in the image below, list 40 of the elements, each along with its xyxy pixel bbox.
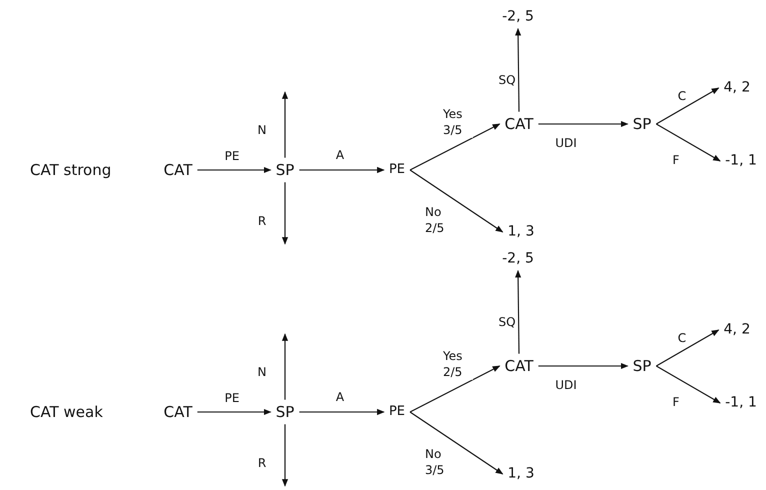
payoff-label: -1, 1	[724, 395, 758, 411]
row-label: CAT strong	[30, 161, 112, 179]
decision-node-label: CAT	[504, 358, 534, 374]
decision-node-label: CAT	[162, 404, 194, 420]
decision-node-label: CAT	[504, 116, 534, 132]
arrow	[538, 120, 628, 128]
arrow	[515, 28, 522, 112]
decision-node-label: CAT	[162, 162, 194, 178]
payoff-label: -2, 5	[501, 251, 535, 267]
decision-node-label: PE	[388, 404, 406, 420]
payoff-label: 4, 2	[722, 322, 752, 338]
arrow	[197, 166, 272, 174]
decision-node-label: PE	[388, 162, 406, 178]
arrow	[410, 124, 500, 170]
arrow	[656, 330, 720, 366]
arrow	[282, 333, 288, 400]
arrow	[299, 408, 385, 416]
arrow	[410, 366, 500, 412]
arrow	[538, 362, 628, 370]
arrow	[410, 412, 504, 474]
payoff-label: 1, 3	[506, 224, 536, 240]
decision-node-label: SP	[274, 404, 296, 420]
arrow	[410, 170, 504, 232]
arrow	[515, 270, 522, 354]
arrow	[656, 124, 721, 162]
decision-node-label: SP	[632, 358, 652, 374]
arrow	[282, 182, 288, 245]
arrow	[197, 408, 272, 416]
arrow	[656, 88, 720, 124]
arrow	[656, 366, 721, 404]
payoff-label: 4, 2	[722, 80, 752, 96]
arrow	[299, 166, 385, 174]
row-label: CAT weak	[30, 403, 103, 421]
payoff-label: 1, 3	[506, 466, 536, 482]
arrow	[282, 91, 288, 158]
decision-node-label: SP	[274, 162, 296, 178]
arrow	[282, 424, 288, 487]
decision-node-label: SP	[632, 116, 652, 132]
payoff-label: -2, 5	[501, 9, 535, 25]
payoff-label: -1, 1	[724, 153, 758, 169]
